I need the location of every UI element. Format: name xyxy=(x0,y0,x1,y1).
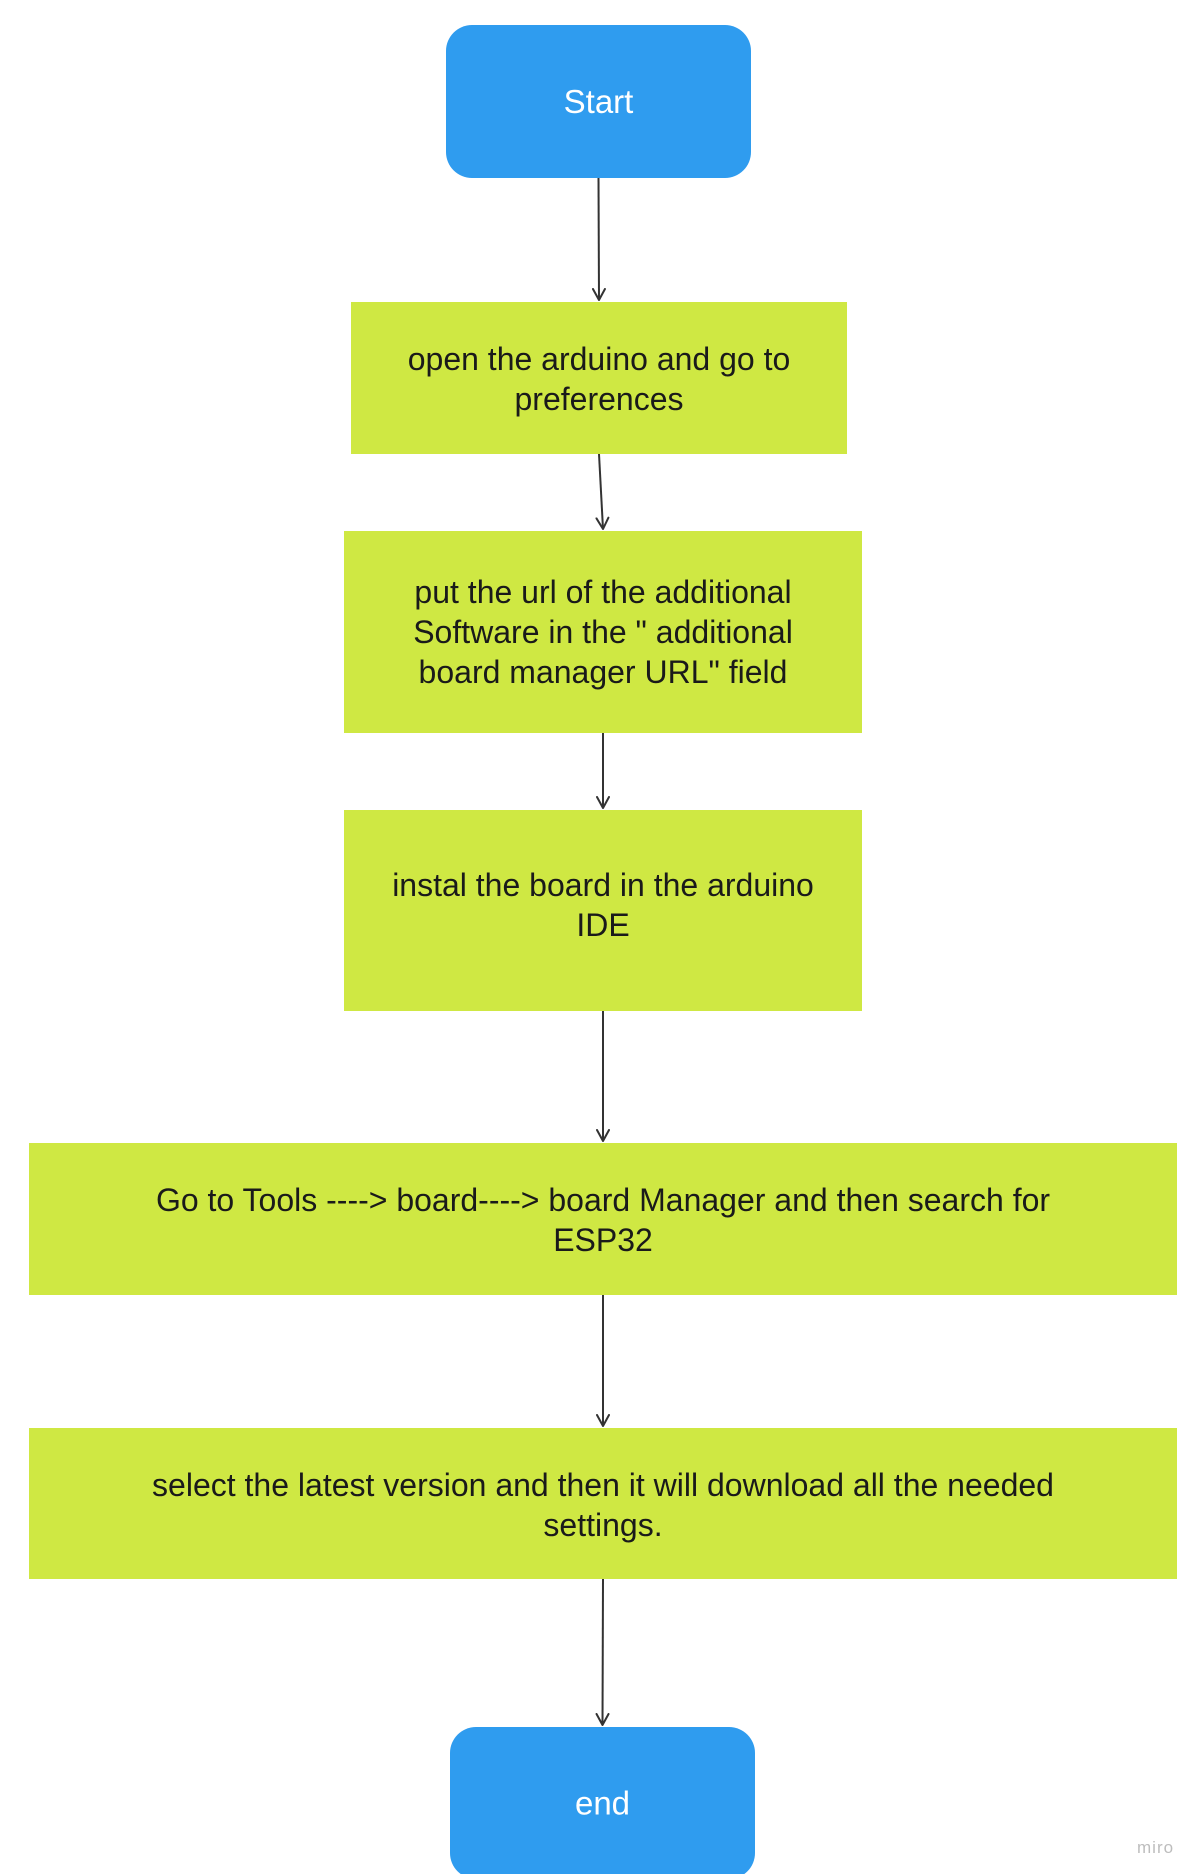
node-label-line: Software in the " additional xyxy=(413,614,793,650)
flow-node-step-5: select the latest version and then it wi… xyxy=(29,1428,1177,1579)
arrow-step-5-to-end xyxy=(595,1578,610,1726)
process-box xyxy=(344,810,862,1011)
miro-watermark: miro xyxy=(1137,1838,1175,1857)
node-label-line: IDE xyxy=(576,907,629,943)
node-label-line: put the url of the additional xyxy=(414,574,791,610)
flow-node-step-4: Go to Tools ----> board----> board Manag… xyxy=(29,1143,1177,1295)
node-label-line: open the arduino and go to xyxy=(408,341,791,377)
node-label-line: ESP32 xyxy=(553,1222,653,1258)
flow-node-start: Start xyxy=(446,25,751,178)
terminal-shape xyxy=(446,25,751,178)
terminal-shape xyxy=(450,1727,755,1874)
process-box xyxy=(351,302,847,454)
node-label-line: Go to Tools ----> board----> board Manag… xyxy=(156,1182,1050,1218)
node-label-line: select the latest version and then it wi… xyxy=(152,1467,1054,1503)
node-label-line: settings. xyxy=(543,1507,662,1543)
arrow-step-1-to-step-2 xyxy=(595,453,610,530)
node-label-line: end xyxy=(575,1785,630,1822)
process-box xyxy=(344,531,862,733)
process-box xyxy=(29,1143,1177,1295)
node-label-line: board manager URL" field xyxy=(419,654,788,690)
flow-node-end: end xyxy=(450,1727,755,1874)
process-box xyxy=(29,1428,1177,1579)
node-layer: Start open the arduino and go to preferenc… xyxy=(29,25,1177,1874)
node-label-line: instal the board in the arduino xyxy=(392,867,814,903)
flow-node-step-1: open the arduino and go to preferences xyxy=(351,302,847,454)
connector-layer xyxy=(591,177,610,1726)
node-label-line: Start xyxy=(564,83,634,120)
arrow-start-to-step-1 xyxy=(591,177,606,301)
node-label-line: preferences xyxy=(515,381,684,417)
